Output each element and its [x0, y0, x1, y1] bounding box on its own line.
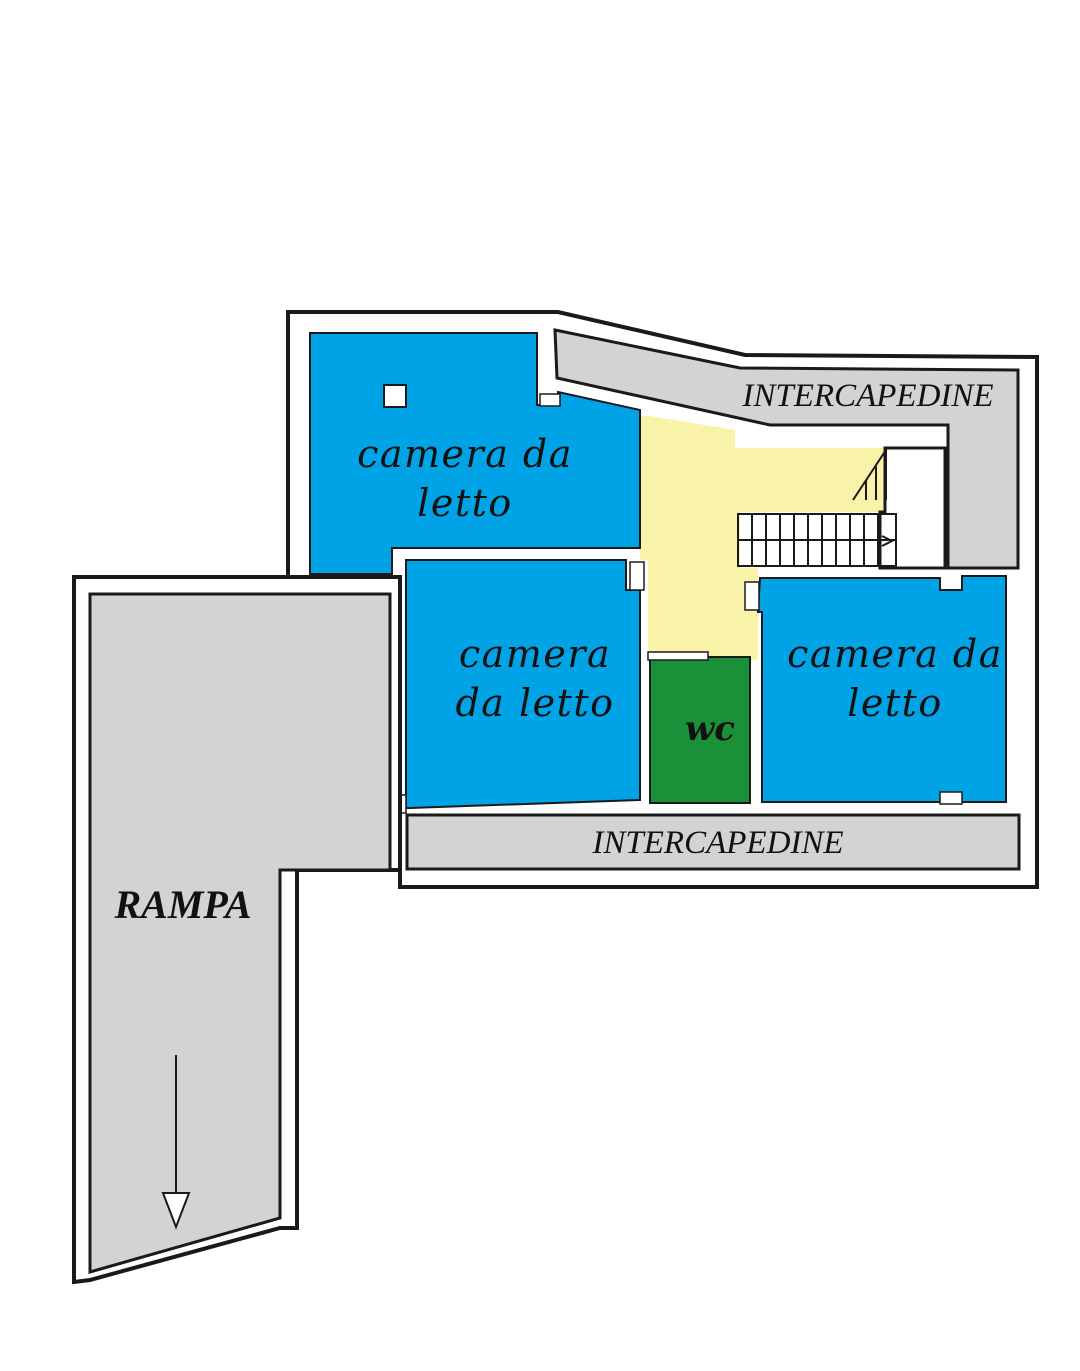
- wc-label: wc: [685, 709, 735, 749]
- bedroom-top-label-line2: letto: [417, 481, 513, 525]
- intercapedine-bottom-area: [405, 813, 1021, 871]
- column-marker: [383, 384, 407, 408]
- bedroom-right-label-line2: letto: [847, 681, 943, 725]
- wc-area: [649, 656, 751, 804]
- intercapedine-top-area: [553, 328, 1020, 570]
- stairs: [737, 446, 897, 567]
- bedroom-mid-label-line2: da letto: [455, 681, 614, 725]
- hall-area: [640, 416, 885, 660]
- bedroom-right-label-line1: camera da: [787, 632, 1003, 676]
- bedroom-top-label-line1: camera da: [357, 432, 573, 476]
- intercapedine-bottom-label: INTERCAPEDINE: [591, 825, 843, 861]
- ramp-arrow-icon: [161, 1055, 191, 1230]
- ramp-inner: [88, 592, 392, 1274]
- bedroom-mid-label-line1: camera: [459, 632, 611, 676]
- bedroom-right: [756, 575, 1007, 803]
- stairwell-area: [878, 446, 947, 570]
- rampa-label: RAMPA: [113, 882, 251, 927]
- intercapedine-top-label: INTERCAPEDINE: [741, 378, 993, 414]
